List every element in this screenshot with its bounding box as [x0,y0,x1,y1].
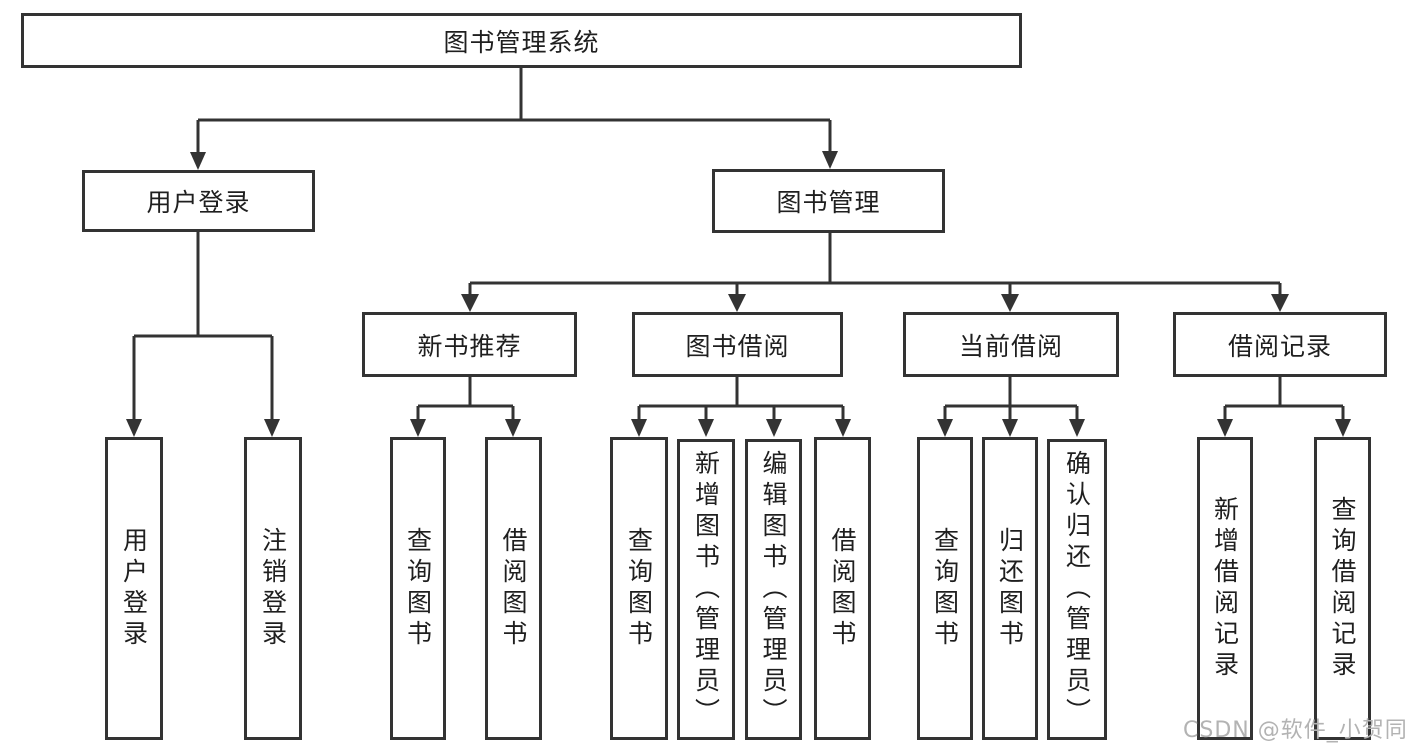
csdn-watermark: CSDN @软件_小贺同学 [1183,718,1405,743]
node-label: 借阅图书 [499,526,528,651]
node-bb-add-books-admin: 新增图书（管理员） [677,439,735,740]
node-new-book-recommend: 新书推荐 [362,312,577,377]
node-label: 新增借阅记录 [1210,495,1240,682]
node-label: 查询图书 [930,526,960,651]
node-br-query-record: 查询借阅记录 [1314,437,1371,740]
node-login-leaf: 用户登录 [105,437,163,740]
node-cb-return-books: 归还图书 [982,437,1038,740]
node-br-add-record: 新增借阅记录 [1197,437,1253,740]
node-label: 借阅记录 [1227,331,1332,361]
node-book-borrowing: 图书借阅 [632,312,843,377]
node-label: 图书管理系统 [443,27,600,57]
node-label: 查询图书 [403,526,433,651]
node-bb-borrow-books: 借阅图书 [814,437,871,740]
node-label: 注销登录 [258,526,288,651]
node-label: 查询借阅记录 [1328,495,1357,682]
node-label: 图书管理 [776,188,881,217]
node-current-borrowing: 当前借阅 [903,312,1119,377]
node-label: 查询图书 [624,526,654,651]
node-label: 用户登录 [146,188,251,217]
node-root-system: 图书管理系统 [21,13,1022,68]
node-nb-query-books: 查询图书 [390,437,446,740]
node-label: 新增图书（管理员） [691,450,721,729]
node-label: 图书借阅 [685,331,790,361]
node-label: 编辑图书（管理员） [759,450,788,729]
node-cb-confirm-return-admin: 确认归还（管理员） [1047,439,1107,740]
node-label: 当前借阅 [958,331,1063,361]
node-nb-borrow-books: 借阅图书 [485,437,542,740]
node-label: 借阅图书 [828,526,857,651]
node-borrowing-records: 借阅记录 [1173,312,1387,377]
node-bb-edit-books-admin: 编辑图书（管理员） [745,439,802,740]
node-cb-query-books: 查询图书 [917,437,973,740]
node-book-management-branch: 图书管理 [712,169,945,233]
node-label: 确认归还（管理员） [1062,450,1092,729]
node-user-login-branch: 用户登录 [82,170,315,232]
node-bb-query-books: 查询图书 [610,437,668,740]
node-label: 新书推荐 [417,331,522,361]
node-label: 用户登录 [119,526,149,651]
node-label: 归还图书 [995,526,1025,651]
node-logout-leaf: 注销登录 [244,437,302,740]
